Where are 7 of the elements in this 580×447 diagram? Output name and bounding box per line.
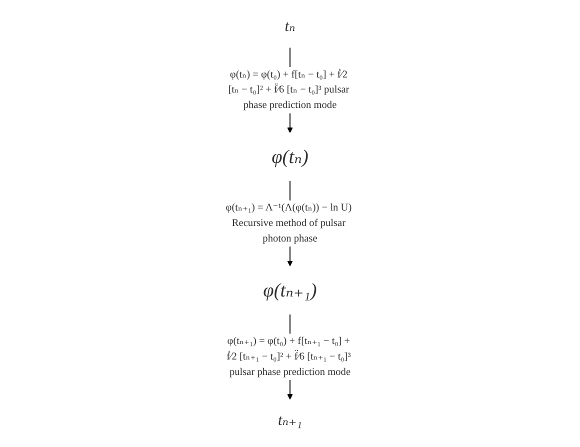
edge-label: φ(tₙ₊₁) = φ(t₀) + f[tₙ₊₁ − t₀] + ḟ⁄2 [tₙ₊₁ − t₀]² + f̈⁄6 [tₙ₊₁ − t₀]³ pulsar phase prediction mode (226, 336, 351, 378)
edge-label: φ(tₙ) = φ(t₀) + f[tₙ − t₀] + ḟ⁄2 [tₙ − t₀]² + f̈⁄6 [tₙ − t₀]³ pulsar phase prediction mode (228, 68, 350, 111)
node-text: φ(tₙ) (272, 146, 308, 168)
node-text: tₙ (284, 18, 296, 35)
node-text: tₙ₊₁ (278, 412, 302, 429)
node-text: φ(tₙ₊₁) (263, 280, 317, 301)
edge-label: φ(tₙ₊₁) = Λ⁻¹(Λ(φ(tₙ)) − ln U) Recursive method of pulsar photon phase (226, 202, 352, 244)
